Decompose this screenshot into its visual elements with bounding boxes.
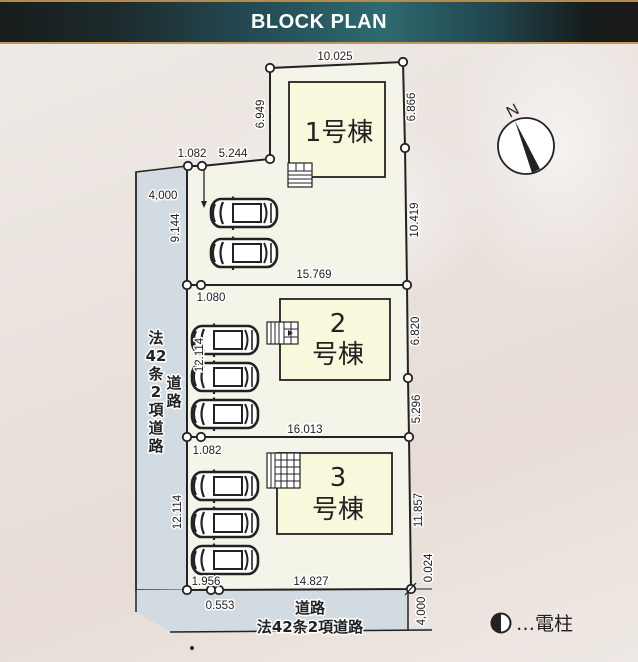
building-3-number: 3: [330, 463, 347, 493]
dim-lot3-bottom-left: 1.956: [192, 576, 221, 588]
dim-lot2-bottom: 16.013: [287, 424, 322, 436]
bottom-road-label: 道路 法42条2項道路: [255, 598, 365, 638]
dim-lot1-right: 10.419: [409, 202, 421, 237]
dim-road-bottom-offset: 0.553: [206, 600, 235, 612]
parking-car: [190, 542, 260, 579]
dim-lot1-bottom: 15.769: [296, 269, 331, 281]
svg-text:法: 法: [148, 329, 163, 347]
dim-lot2-left: 12.114: [194, 337, 206, 372]
dim-lot3-bottom: 14.827: [293, 576, 328, 588]
bottom-road: [136, 588, 432, 633]
dim-lot3-top-left: 1.082: [193, 445, 222, 457]
parking-car: [190, 468, 260, 505]
dim-lot1-step-a: 1.082: [178, 148, 207, 160]
parking-car: [209, 195, 279, 232]
parking-car: [190, 396, 260, 433]
building-1: [288, 81, 386, 178]
parking-car: [190, 505, 260, 542]
dim-lot1-step-b: 5.244: [219, 148, 248, 160]
dim-lot1-left: 9.144: [170, 213, 182, 242]
building-1-label: 1号棟: [305, 118, 374, 148]
left-road-label: 法 42 条 2 項 道 路 道 路: [144, 328, 184, 457]
dim-lot2-right-lower: 5.296: [411, 395, 423, 424]
dim-lot3-right-corner: 0.024: [423, 553, 435, 582]
legend: …電柱: [490, 609, 573, 636]
svg-text:道: 道: [166, 374, 181, 392]
svg-text:路: 路: [148, 437, 164, 455]
svg-text:法42条2項道路: 法42条2項道路: [257, 618, 364, 636]
entrance-steps-1: [287, 162, 313, 188]
utility-pole-icon: [490, 612, 512, 633]
entrance-steps-3: [266, 452, 301, 489]
dim-road-left-width: 4,000: [149, 190, 178, 202]
building-2-label: 号棟: [312, 340, 364, 370]
svg-text:道: 道: [148, 419, 163, 437]
svg-text:条: 条: [147, 365, 164, 383]
building-3-label: 号棟: [312, 495, 364, 525]
north-compass-icon: N: [497, 101, 555, 175]
building-2-number: 2: [330, 309, 347, 339]
svg-text:42: 42: [146, 347, 167, 365]
header-banner: BLOCK PLAN: [0, 0, 638, 44]
svg-text:路: 路: [166, 392, 182, 410]
dim-lot1-top: 10.025: [317, 51, 352, 63]
page-title: BLOCK PLAN: [250, 10, 388, 33]
svg-text:項: 項: [148, 401, 164, 419]
legend-text: …電柱: [516, 613, 574, 635]
entrance-steps-2: [266, 321, 299, 345]
dim-lot2-top-left: 1.080: [197, 292, 226, 304]
dim-lot1-left-upper: 6.949: [255, 100, 267, 129]
svg-text:道路: 道路: [295, 599, 326, 617]
dim-road-bottom-width: 4,000: [416, 597, 428, 626]
dim-lot1-right-upper: 6.866: [406, 93, 418, 122]
dim-lot3-left: 12.114: [172, 494, 184, 529]
survey-point: [190, 646, 194, 650]
parking-car: [209, 235, 279, 272]
dim-lot3-right: 11.857: [413, 493, 425, 527]
svg-text:2: 2: [151, 383, 161, 401]
dim-lot2-right-upper: 6.820: [410, 317, 422, 346]
